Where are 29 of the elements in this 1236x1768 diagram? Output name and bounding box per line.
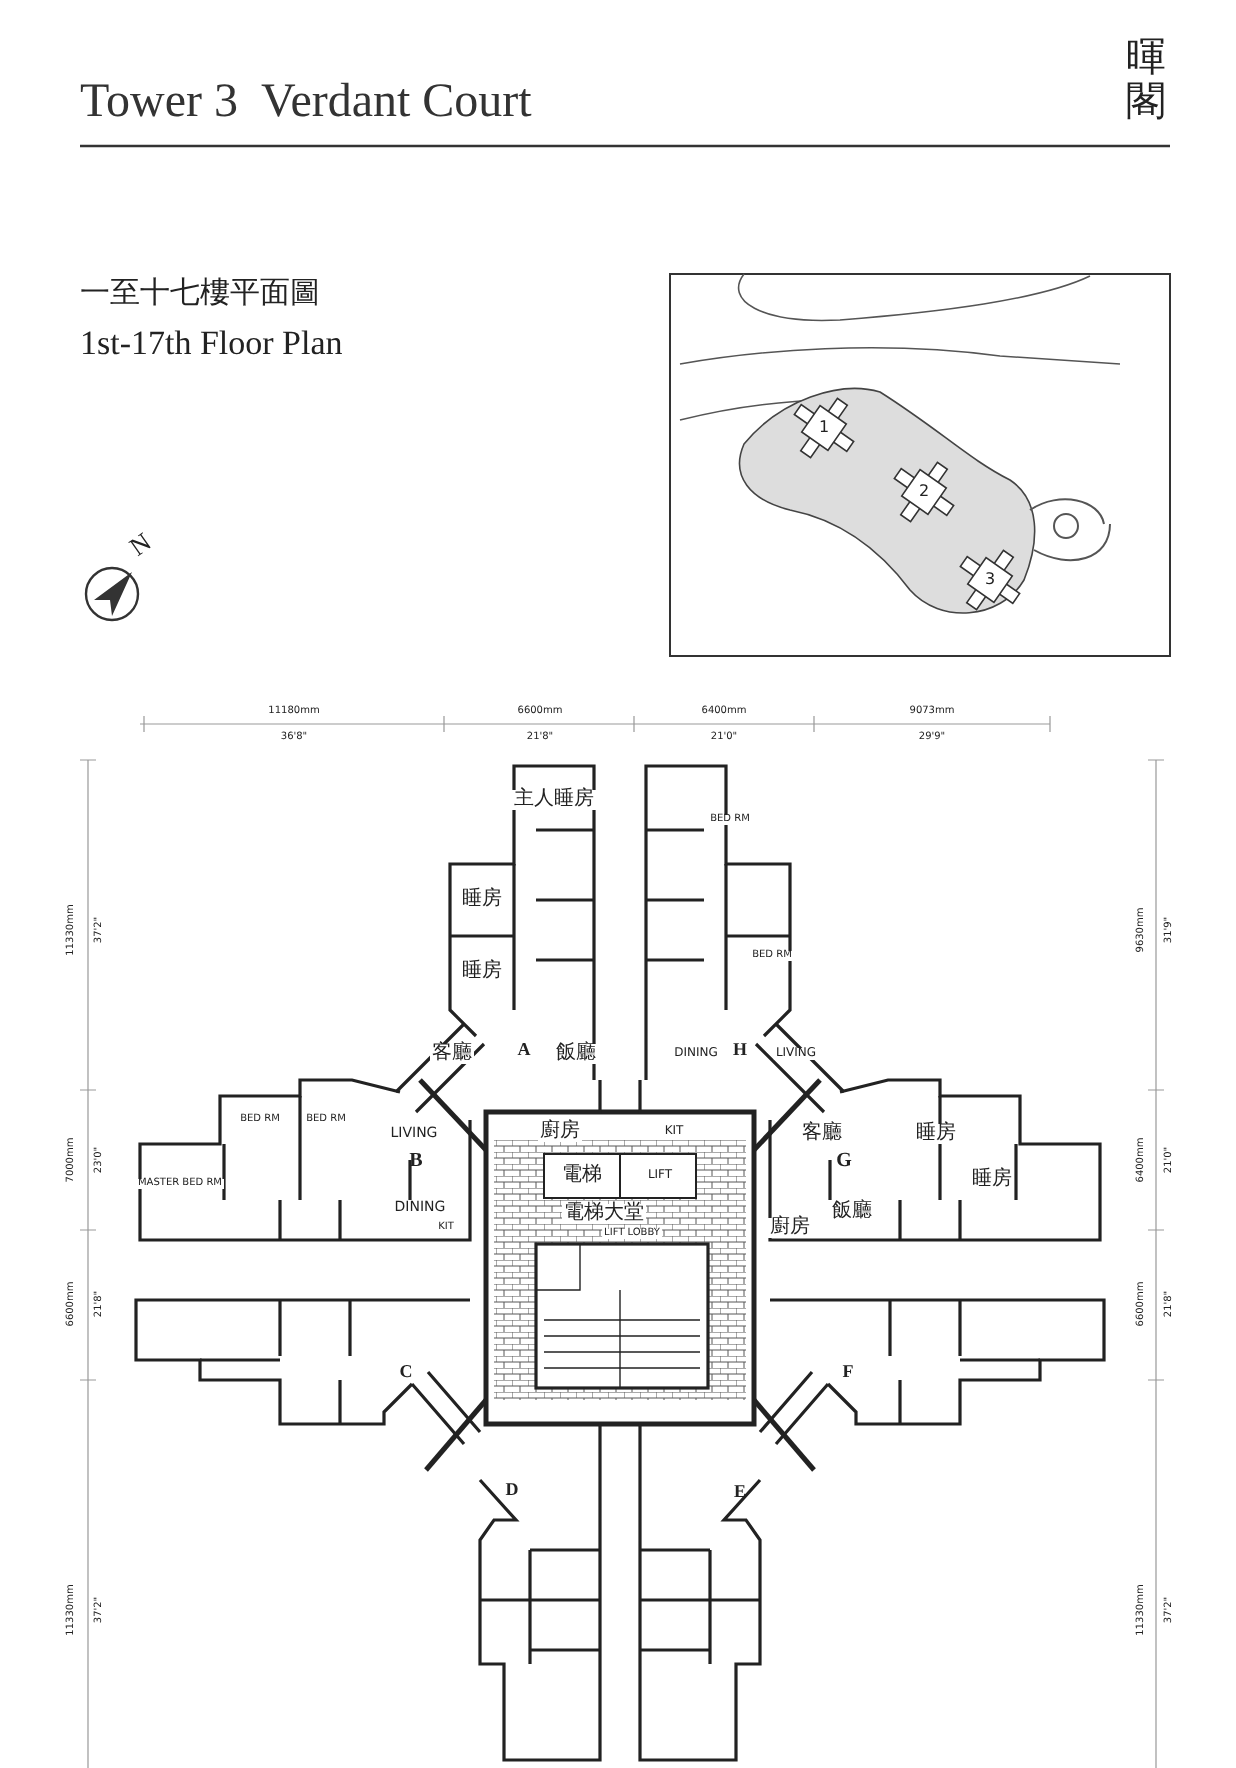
plan-heading: 1st-17th Floor Plan [80,325,343,359]
room-label: 飯廳 [554,1044,598,1064]
unit-letter: C [399,1363,413,1381]
room-label: 廚房 [538,1122,582,1142]
room-label: 睡房 [460,890,504,910]
room-label: 客廳 [430,1044,474,1064]
building-name: 暉閣 [1126,36,1166,124]
room-label: 睡房 [914,1124,958,1144]
unit-letter: D [505,1481,519,1499]
tower-number: 1 [818,420,830,436]
room-label: 飯廳 [830,1202,874,1222]
room-label: 電梯 [560,1166,604,1186]
room-label: 主人睡房 [512,790,596,810]
tower-number: 2 [918,484,930,500]
unit-letter: G [836,1152,852,1172]
tower-number: 3 [984,572,996,588]
plan-heading: 一至十七樓平面圖 [80,279,320,309]
room-label: 睡房 [970,1170,1014,1190]
room-label: 電梯大堂 [562,1204,646,1224]
unit-letter: B [409,1152,423,1172]
room-label: 客廳 [800,1124,844,1144]
room-label: 廚房 [768,1218,812,1238]
north-label: N [124,527,156,561]
title: Tower 3 Verdant Court [80,76,532,130]
unit-letter: H [733,1041,747,1059]
unit-letter: F [842,1363,854,1381]
unit-letter: E [734,1483,746,1501]
unit-letter: A [517,1041,531,1059]
room-label: 睡房 [460,962,504,982]
